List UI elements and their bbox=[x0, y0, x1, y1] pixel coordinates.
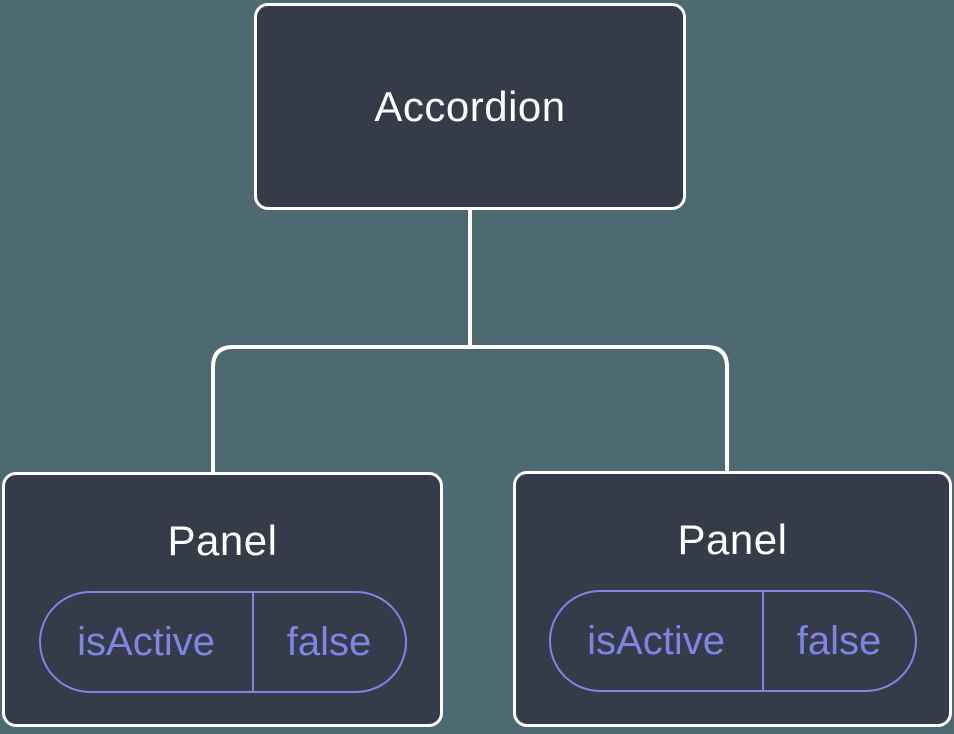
state-name: isActive bbox=[41, 593, 254, 691]
state-pill: isActive false bbox=[38, 591, 407, 693]
panel-node-label: Panel bbox=[167, 517, 278, 564]
state-value: false bbox=[796, 618, 882, 663]
tree-node-panel-right: Panel isActive false bbox=[513, 471, 952, 727]
state-name: isActive bbox=[551, 592, 764, 690]
state-pill: isActive false bbox=[548, 590, 917, 692]
tree-node-panel-left: Panel isActive false bbox=[2, 472, 443, 727]
branch-bracket-line bbox=[211, 345, 729, 474]
accordion-node-label: Accordion bbox=[374, 82, 566, 130]
tree-node-accordion: Accordion bbox=[254, 3, 686, 210]
panel-node-label: Panel bbox=[677, 516, 788, 563]
state-value: false bbox=[286, 619, 372, 664]
